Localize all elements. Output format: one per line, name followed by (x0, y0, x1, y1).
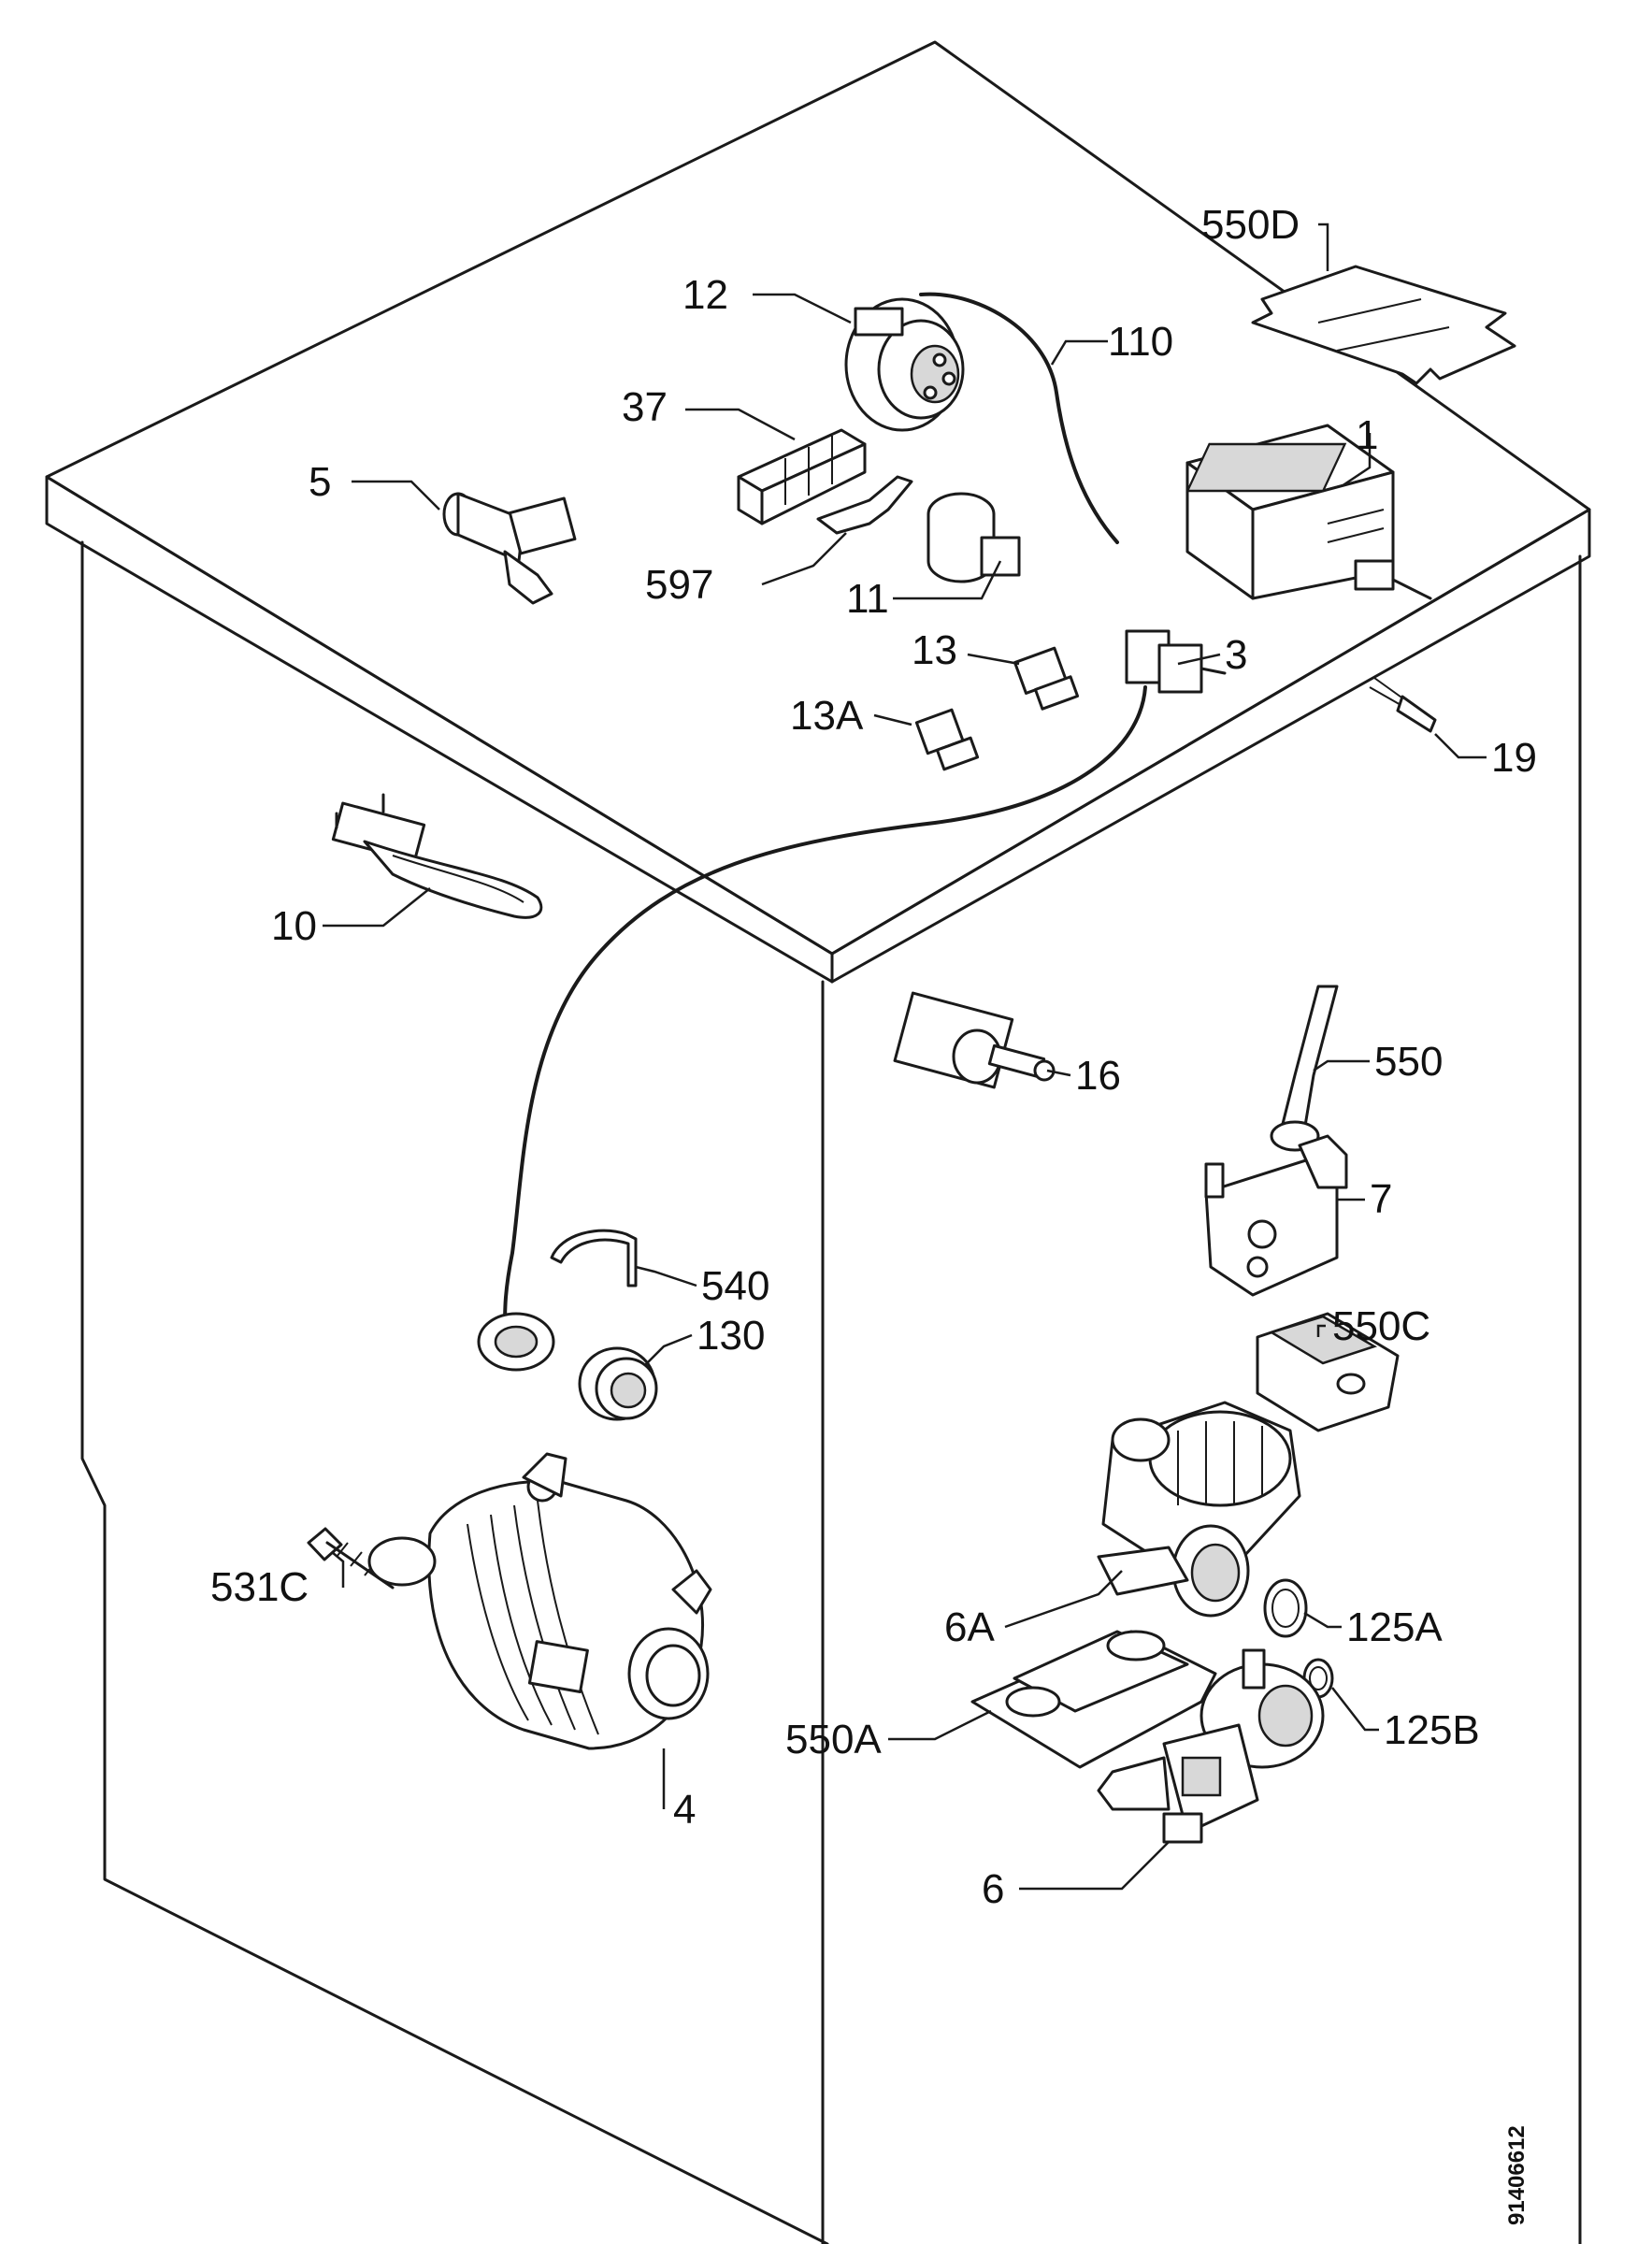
label-37: 37 (622, 384, 668, 430)
cover-550a (970, 1630, 1217, 1769)
label-550d: 550D (1201, 202, 1300, 248)
ring-125a (1263, 1578, 1308, 1638)
label-550: 550 (1374, 1039, 1443, 1085)
pressure-switch-12 (844, 297, 965, 432)
label-13a: 13A (790, 693, 864, 739)
door-switch-cable (503, 685, 1147, 1330)
label-125b: 125B (1384, 1707, 1480, 1753)
label-531c: 531C (210, 1564, 309, 1610)
label-13: 13 (912, 627, 957, 673)
part-labels: 550D 12 110 37 1 5 597 11 13 3 13A 19 10… (210, 202, 1537, 1912)
cabinet-outline (45, 40, 1591, 2244)
heating-element-10 (331, 793, 543, 919)
label-110: 110 (1108, 319, 1173, 365)
clip-597 (816, 475, 913, 535)
door-switch-3 (1125, 629, 1227, 694)
gasket-130 (477, 1312, 658, 1421)
connector-13 (1013, 646, 1080, 711)
label-550a: 550A (785, 1717, 882, 1762)
label-597: 597 (645, 562, 713, 608)
door-lock-16 (893, 991, 1056, 1089)
label-10: 10 (271, 903, 317, 949)
mains-filter-7 (1204, 1134, 1348, 1297)
label-5: 5 (309, 459, 331, 505)
label-19: 19 (1491, 735, 1537, 781)
pump-assembly-6a (1097, 1401, 1301, 1618)
motor-4 (367, 1452, 712, 1750)
label-1: 1 (1356, 412, 1378, 458)
dispenser-lever-550 (1270, 985, 1339, 1152)
document-number: 91406612 (1504, 2125, 1530, 2225)
label-550c: 550C (1332, 1303, 1430, 1349)
leader-lines (323, 223, 1487, 1891)
label-12: 12 (682, 272, 728, 318)
label-130: 130 (697, 1313, 765, 1359)
label-6a: 6A (944, 1604, 995, 1650)
drain-pump-6 (1097, 1648, 1325, 1844)
cover-plate-550d (1251, 265, 1516, 385)
label-16: 16 (1075, 1053, 1121, 1099)
label-6: 6 (982, 1866, 1004, 1912)
label-4: 4 (673, 1787, 696, 1833)
sensor-19 (1369, 677, 1437, 733)
pressure-hose-110 (919, 292, 1119, 544)
terminal-block-37 (737, 428, 867, 525)
capacitor-11 (927, 492, 1021, 583)
label-540: 540 (701, 1263, 769, 1309)
inlet-fitting-5 (442, 492, 577, 605)
label-7: 7 (1370, 1176, 1392, 1222)
label-11: 11 (846, 576, 889, 622)
clamp-540 (550, 1229, 638, 1287)
connector-13a (914, 708, 980, 771)
programme-timer-1 (1185, 424, 1432, 600)
cover-550c (1256, 1312, 1400, 1432)
label-3: 3 (1225, 632, 1247, 678)
label-125a: 125A (1346, 1604, 1443, 1650)
